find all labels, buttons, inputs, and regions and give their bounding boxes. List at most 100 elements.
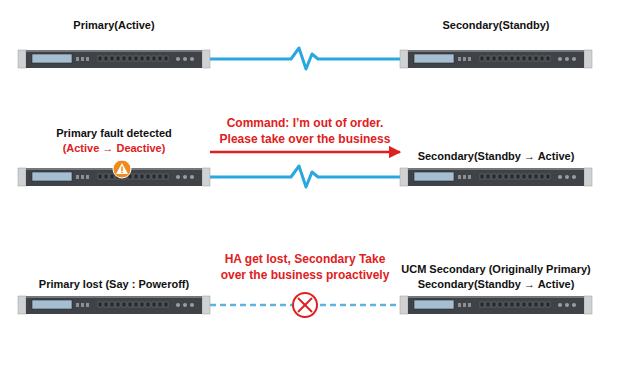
lcd-screen — [414, 172, 454, 181]
device-led — [558, 303, 562, 307]
rack-ear — [584, 168, 592, 186]
device-body — [26, 50, 202, 68]
device-port — [480, 302, 484, 307]
device-port — [134, 174, 138, 179]
warning-icon — [113, 160, 131, 178]
device-port — [146, 174, 150, 179]
device-port — [522, 56, 526, 61]
device-port — [146, 302, 150, 307]
device-port — [492, 302, 496, 307]
rack-ear — [584, 296, 592, 314]
device-port — [104, 56, 108, 61]
lost-link-symbol — [293, 293, 317, 317]
device-port — [498, 302, 502, 307]
device-node: Primary fault detected(Active → Deactive… — [18, 126, 210, 186]
device-port — [480, 56, 484, 61]
edge-label: HA get lost, Secondary Take over the bus… — [212, 251, 398, 283]
device-button — [468, 57, 471, 61]
device-port — [522, 174, 526, 179]
rack-ear — [202, 50, 210, 68]
device-edge — [408, 296, 584, 298]
device-button — [86, 57, 89, 61]
device-port — [486, 56, 490, 61]
device-port — [534, 56, 538, 61]
device-edge — [408, 168, 584, 170]
connector-group — [210, 48, 400, 305]
rack-ear — [400, 50, 408, 68]
ucm-device-drawing — [400, 296, 592, 314]
rack-ear — [202, 296, 210, 314]
device-port — [134, 56, 138, 61]
device-button — [463, 303, 466, 307]
device-port — [510, 302, 514, 307]
device-led — [565, 175, 569, 179]
device-button — [86, 303, 89, 307]
lcd-screen — [32, 172, 72, 181]
ucm-device-drawing — [18, 168, 210, 186]
device-button — [81, 303, 84, 307]
device-port — [104, 174, 108, 179]
ucm-device — [18, 168, 210, 186]
device-port — [522, 302, 526, 307]
ucm-device — [400, 50, 592, 68]
device-port — [128, 302, 132, 307]
edge-label: Command: I’m out of order. Please take o… — [212, 115, 398, 147]
rack-ear — [18, 168, 26, 186]
device-button — [76, 175, 79, 179]
device-led — [190, 57, 194, 61]
rack-ear — [202, 168, 210, 186]
device-port — [98, 56, 102, 61]
device-port — [152, 302, 156, 307]
device-port — [510, 56, 514, 61]
device-port — [540, 56, 544, 61]
device-port — [492, 56, 496, 61]
device-label: UCM Secondary (Originally Primary) — [401, 262, 591, 277]
link-line — [210, 166, 400, 187]
device-port — [116, 302, 120, 307]
device-button — [458, 303, 461, 307]
device-status: (Active → Deactive) — [63, 141, 166, 156]
device-edge — [26, 296, 202, 298]
device-port — [540, 302, 544, 307]
device-port — [164, 56, 168, 61]
device-port — [140, 174, 144, 179]
device-port — [140, 56, 144, 61]
device-port — [504, 174, 508, 179]
device-button — [81, 175, 84, 179]
device-node: Primary lost (Say : Poweroff) — [18, 277, 210, 314]
device-node: UCM Secondary (Originally Primary)Second… — [400, 262, 592, 314]
warning-mark — [121, 171, 123, 173]
lcd-screen — [32, 54, 72, 63]
device-button — [458, 175, 461, 179]
device-body — [26, 296, 202, 314]
device-led — [176, 57, 180, 61]
command-arrow — [210, 151, 400, 154]
device-led — [190, 303, 194, 307]
device-port — [486, 174, 490, 179]
device-port — [498, 174, 502, 179]
device-led — [190, 175, 194, 179]
device-port — [516, 56, 520, 61]
ucm-device-drawing — [18, 296, 210, 314]
device-port — [540, 174, 544, 179]
lcd-screen — [32, 300, 72, 309]
device-button — [76, 57, 79, 61]
device-port — [122, 56, 126, 61]
device-led — [565, 303, 569, 307]
device-port — [134, 302, 138, 307]
device-label: Primary lost (Say : Poweroff) — [39, 277, 189, 292]
warning-triangle — [116, 163, 128, 174]
device-port — [528, 302, 532, 307]
link-line — [210, 48, 400, 69]
device-port — [528, 174, 532, 179]
ucm-device-drawing — [18, 50, 210, 68]
ucm-device-drawing — [400, 50, 592, 68]
device-port — [158, 174, 162, 179]
lcd-screen — [414, 54, 454, 63]
device-port — [140, 302, 144, 307]
device-button — [458, 57, 461, 61]
device-edge — [408, 50, 584, 52]
device-port — [98, 302, 102, 307]
device-button — [468, 303, 471, 307]
device-port — [152, 174, 156, 179]
